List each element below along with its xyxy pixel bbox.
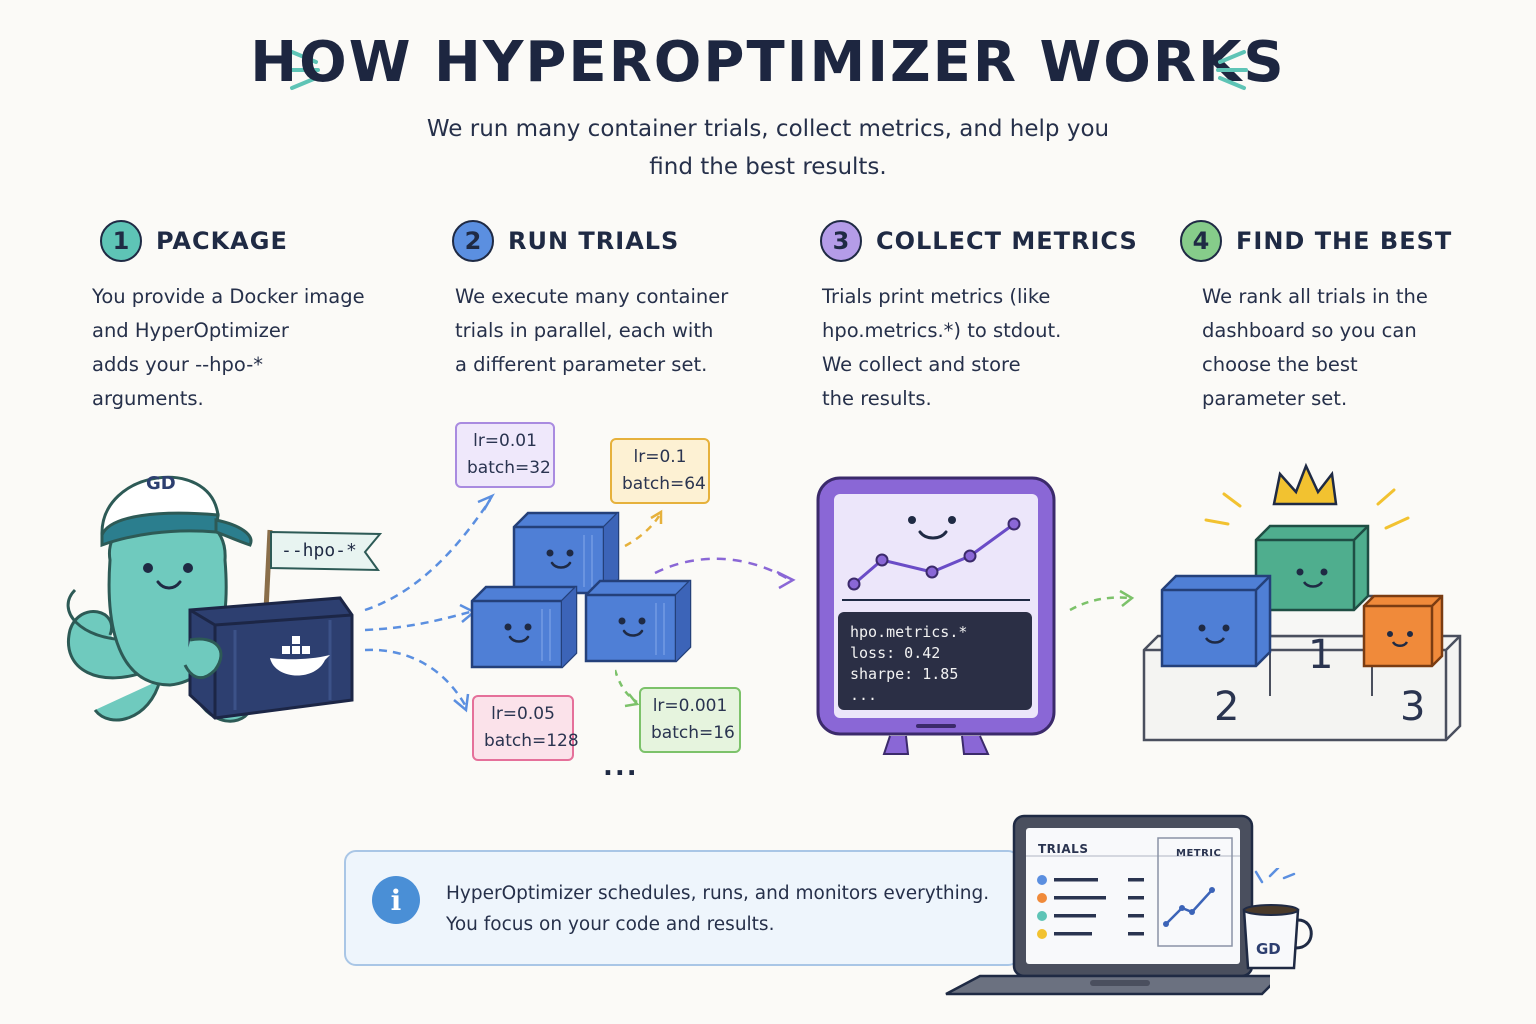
subtitle-line: We run many container trials, collect me… (426, 116, 1110, 142)
mug-logo: GD (1256, 940, 1281, 958)
flag-label: --hpo-* (281, 540, 357, 561)
page-title: HOW HYPEROPTIMIZER WORKS (250, 30, 1286, 95)
page-subtitle: We run many container trials, collect me… (418, 110, 1118, 186)
step-number: 4 (1180, 220, 1222, 262)
step-number: 1 (100, 220, 142, 262)
laptop-dashboard-illustration (940, 812, 1284, 1006)
title-decoration-left (286, 44, 326, 98)
subtitle-line: find the best results. (649, 154, 887, 180)
info-text: HyperOptimizer schedules, runs, and moni… (446, 883, 990, 935)
info-icon: i (372, 876, 420, 924)
step-title: FIND THE BEST (1236, 227, 1453, 255)
arrow-to-metrics (613, 508, 805, 712)
title-decoration-right (1210, 44, 1250, 98)
step-title: PACKAGE (156, 227, 288, 255)
step-find-the-best: 4 FIND THE BEST (1180, 220, 1452, 262)
laptop-trials-label: TRIALS (1038, 842, 1089, 856)
podium-illustration (1140, 456, 1470, 760)
laptop-metric-label: METRIC (1176, 848, 1222, 859)
podium-label-second: 2 (1214, 684, 1240, 730)
arrow-to-podium (1068, 586, 1138, 620)
podium-label-first: 1 (1308, 632, 1334, 678)
octopus-mascot-illustration (40, 440, 400, 744)
ellipsis: ... (603, 752, 639, 782)
step-run-trials: 2 RUN TRIALS (452, 220, 679, 262)
step-number: 3 (820, 220, 862, 262)
cap-logo: GD (146, 473, 176, 494)
step-title: COLLECT METRICS (876, 227, 1138, 255)
podium-label-third: 3 (1400, 684, 1426, 730)
step-package: 1 PACKAGE (100, 220, 288, 262)
metrics-terminal: hpo.metrics.*loss: 0.42 sharpe: 1.85... (838, 612, 1032, 710)
step-collect-metrics: 3 COLLECT METRICS (820, 220, 1138, 262)
step-number: 2 (452, 220, 494, 262)
step-title: RUN TRIALS (508, 227, 680, 255)
coffee-mug-illustration (1236, 866, 1316, 982)
